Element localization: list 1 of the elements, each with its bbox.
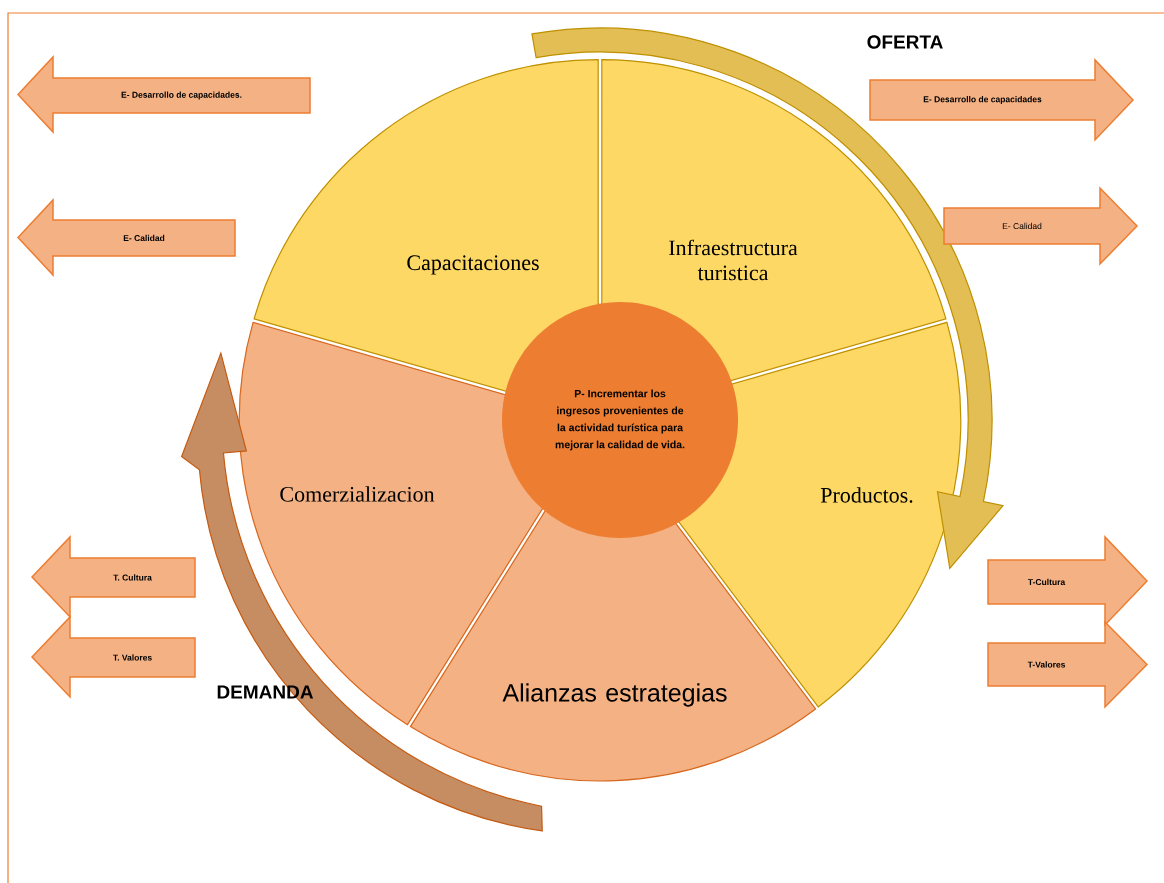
section-label: OFERTA	[867, 35, 943, 49]
